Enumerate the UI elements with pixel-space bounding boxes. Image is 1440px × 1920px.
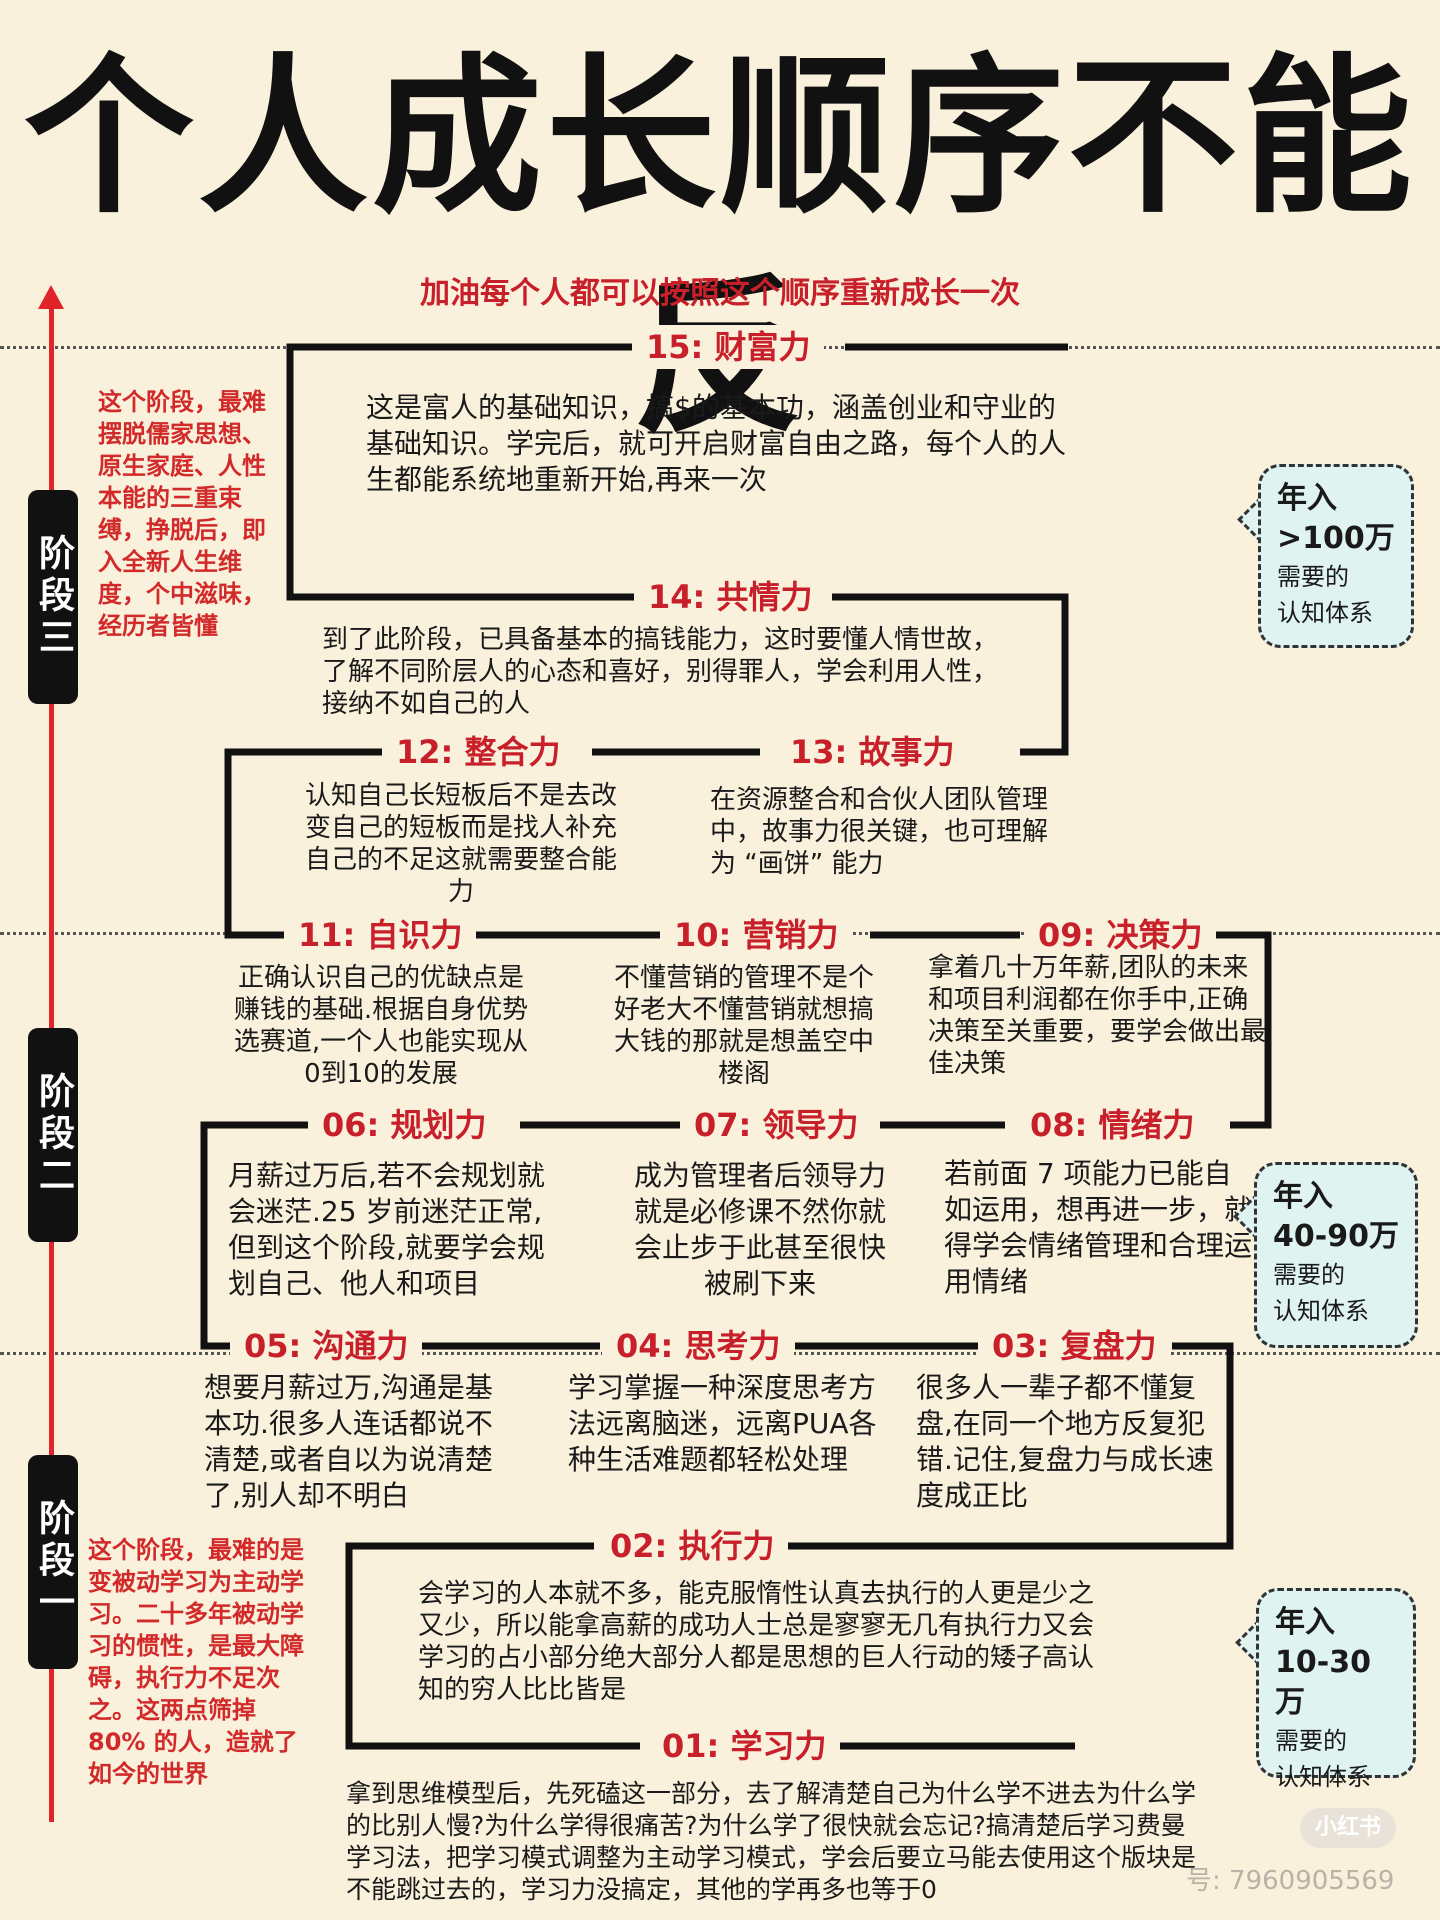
path-row-03-right [788, 1342, 1234, 1550]
stage-three-note: 这个阶段，最难摆脱儒家思想、原生家庭、人性本能的三重束缚，挣脱后，即入全新人生维… [98, 388, 266, 640]
watermark-id: 号: 7960905569 [1186, 1866, 1395, 1896]
step-13-title: 13: 故事力 [776, 730, 969, 774]
step-09-title: 09: 决策力 [1024, 913, 1217, 957]
bubble-mid-line1: 年入 [1273, 1179, 1333, 1214]
step-10-text: 不懂营销的管理不是个好老大不懂营销就想搞大钱的那就是想盖空中楼阁 [613, 963, 874, 1089]
path-row-12 [224, 748, 390, 939]
bubble-top-line3: 需要的 [1277, 563, 1349, 591]
bubble-low-line1: 年入 [1275, 1605, 1335, 1640]
stage-two-label: 阶段二 [28, 1028, 78, 1242]
path-row-14-right [832, 593, 1069, 756]
watermark-logo: 小红书 [1300, 1808, 1396, 1848]
bubble-mid-line3: 需要的 [1273, 1261, 1345, 1289]
step-11-text: 正确认识自己的优缺点是赚钱的基础.根据自身优势选赛道,一个人也能实现从0到10的… [233, 963, 529, 1089]
bubble-low-line2: 10-30万 [1275, 1645, 1371, 1720]
step-10-title: 10: 营销力 [660, 913, 853, 957]
stage-three-text: 阶段三 [33, 534, 74, 660]
step-08-text: 若前面 7 项能力已能自如运用，想再进一步，就得学会情绪管理和合理运用情绪 [944, 1157, 1253, 1298]
stage-one-label: 阶段一 [28, 1455, 78, 1669]
bubble-mid-line4: 认知体系 [1273, 1297, 1369, 1325]
bubble-top-line2: >100万 [1277, 521, 1395, 556]
step-15-title: 15: 财富力 [632, 325, 825, 369]
step-02-text: 会学习的人本就不多，能克服惰性认真去执行的人更是少之又少，所以能拿高薪的成功人士… [418, 1579, 1095, 1705]
step-02-title: 02: 执行力 [596, 1524, 789, 1568]
income-bubble-low: 年入 10-30万 需要的 认知体系 [1256, 1588, 1416, 1791]
path-row-09-right [1212, 931, 1272, 1129]
page-subtitle: 加油每个人都可以按照这个顺序重新成长一次 [420, 276, 1020, 311]
arrow-up-icon [38, 285, 64, 309]
step-13-text: 在资源整合和合伙人团队管理中，故事力很关键，也可理解为 “画饼” 能力 [710, 785, 1049, 879]
bubble-top-line1: 年入 [1277, 481, 1337, 516]
stage-two-text: 阶段二 [33, 1072, 74, 1198]
step-03-text: 很多人一辈子都不懂复盘,在同一个地方反复犯错.记住,复盘力与成长速度成正比 [916, 1371, 1214, 1512]
bubble-mid-line2: 40-90万 [1273, 1219, 1399, 1254]
step-05-text: 想要月薪过万,沟通是基本功.很多人连话都说不清楚,或者自以为说清楚了,别人却不明… [204, 1371, 493, 1512]
path-row-02-left [345, 1542, 640, 1750]
bubble-top-line4: 认知体系 [1277, 599, 1373, 627]
income-bubble-mid: 年入 40-90万 需要的 认知体系 [1254, 1162, 1418, 1348]
step-14-text: 到了此阶段，已具备基本的搞钱能力，这时要懂人情世故，了解不同阶层人的心态和喜好，… [322, 625, 999, 719]
stage-one-text: 阶段一 [33, 1499, 74, 1625]
step-05-title: 05: 沟通力 [230, 1324, 423, 1368]
step-04-text: 学习掌握一种深度思考方法远离脑迷，远离PUA各种生活难题都轻松处理 [568, 1371, 877, 1476]
step-12-title: 12: 整合力 [382, 730, 575, 774]
step-07-title: 07: 领导力 [680, 1103, 873, 1147]
step-11-title: 11: 自识力 [284, 913, 477, 957]
stage-one-note: 这个阶段，最难的是变被动学习为主动学习。二十多年被动学习的惯性，是最大障碍，执行… [88, 1536, 304, 1788]
step-06-title: 06: 规划力 [308, 1103, 501, 1147]
path-row-15-left [286, 343, 640, 601]
step-04-title: 04: 思考力 [602, 1324, 795, 1368]
step-15-text: 这是富人的基础知识，搞$的基本功，涵盖创业和守业的基础知识。学完后，就可开启财富… [366, 391, 1067, 496]
bubble-low-line4: 认知体系 [1275, 1763, 1371, 1791]
step-08-title: 08: 情绪力 [1016, 1103, 1209, 1147]
step-09-text: 拿着几十万年薪,团队的未来和项目利润都在你手中,正确决策至关重要，要学会做出最佳… [928, 953, 1267, 1079]
step-03-title: 03: 复盘力 [978, 1324, 1171, 1368]
step-12-text: 认知自己长短板后不是去改变自己的短板而是找人补充自己的不足这就需要整合能力 [304, 781, 617, 907]
step-06-text: 月薪过万后,若不会规划就会迷茫.25 岁前迷茫正常,但到这个阶段,就要学会规划自… [228, 1159, 545, 1300]
step-07-text: 成为管理者后领导力就是必修课不然你就会止步于此甚至很快被刷下来 [633, 1159, 886, 1300]
step-14-title: 14: 共情力 [634, 575, 827, 619]
step-01-text: 拿到思维模型后，先死磕这一部分，去了解清楚自己为什么学不进去为什么学的比别人慢?… [346, 1779, 1197, 1904]
bubble-low-line3: 需要的 [1275, 1727, 1347, 1755]
income-bubble-top: 年入 >100万 需要的 认知体系 [1258, 464, 1414, 648]
step-01-title: 01: 学习力 [648, 1724, 841, 1768]
stage-three-label: 阶段三 [28, 490, 78, 704]
path-row-06-left [200, 1121, 310, 1350]
